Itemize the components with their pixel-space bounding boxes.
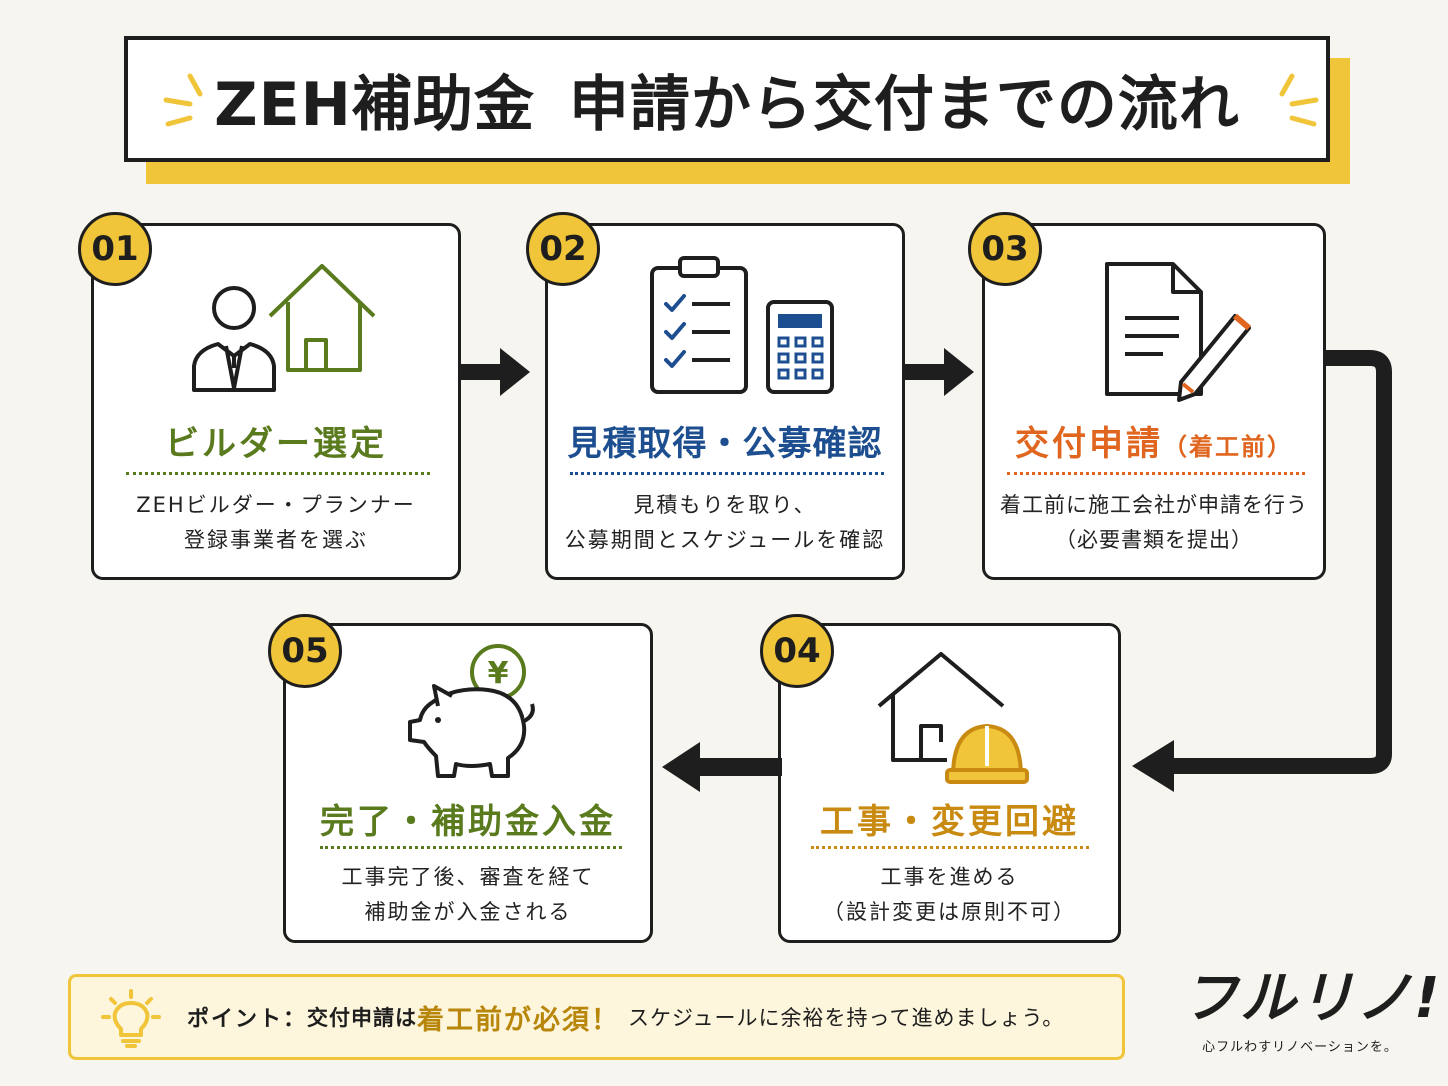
- step-description: ZEHビルダー・プランナー 登録事業者を選ぶ: [136, 493, 416, 552]
- document-pencil-icon: [1105, 262, 1251, 402]
- yen-sign: ¥: [488, 656, 509, 691]
- step-card-03: 交付申請（着工前） 着工前に施工会社が申請を行う （必要書類を提出）: [982, 223, 1326, 580]
- step-badge-02: 02: [526, 212, 600, 286]
- arrow-down-left-icon: [1132, 350, 1392, 792]
- step-badge-04: 04: [760, 614, 834, 688]
- divider: [811, 846, 1089, 849]
- step-badge-05: 05: [268, 614, 342, 688]
- brand-logo: フルリノ! 心フルわすリノベーションを。: [1182, 966, 1442, 1055]
- title-part-2: 申請から交付までの流れ: [568, 69, 1240, 140]
- step-description: 見積もりを取り、 公募期間とスケジュールを確認: [564, 493, 886, 552]
- logo-mark: フルリノ!: [1182, 966, 1442, 1031]
- divider: [570, 472, 884, 475]
- point-emphasis: 着工前が必須！: [417, 1004, 621, 1036]
- point-box: ポイント： 交付申請は 着工前が必須！ スケジュールに余裕を持って進めましょう。: [68, 974, 1125, 1060]
- clipboard-calculator-icon: [650, 256, 834, 394]
- step-card-01: ビルダー選定 ZEHビルダー・プランナー 登録事業者を選ぶ: [91, 223, 461, 580]
- arrow-left-icon: [662, 742, 782, 792]
- step-title: 工事・変更回避: [820, 802, 1079, 842]
- sparkle-right-icon: [1279, 73, 1319, 127]
- point-message: ポイント： 交付申請は 着工前が必須！ スケジュールに余裕を持って進めましょう。: [187, 977, 1064, 1057]
- person-house-icon: [192, 264, 376, 392]
- step-description: 着工前に施工会社が申請を行う （必要書類を提出）: [1000, 493, 1308, 552]
- logo-tagline: 心フルわすリノベーションを。: [1202, 1040, 1398, 1055]
- step-title: 交付申請（着工前）: [1015, 424, 1293, 464]
- piggy-bank-yen-icon: ¥: [408, 644, 535, 778]
- step-card-04: 工事・変更回避 工事を進める （設計変更は原則不可）: [778, 623, 1121, 943]
- arrow-right-icon: [460, 348, 530, 396]
- divider: [1007, 472, 1305, 475]
- step-description: 工事完了後、審査を経て 補助金が入金される: [341, 865, 595, 924]
- divider: [320, 846, 622, 849]
- step-title: 見積取得・公募確認: [567, 424, 883, 464]
- lightbulb-icon: [101, 989, 161, 1048]
- divider: [126, 472, 430, 475]
- step-card-05: ¥ 完了・補助金入金 工事完了後、審査を経て 補助金が入金される: [283, 623, 653, 943]
- step-badge-01: 01: [78, 212, 152, 286]
- step-card-02: 見積取得・公募確認 見積もりを取り、 公募期間とスケジュールを確認: [545, 223, 905, 580]
- house-helmet-icon: [877, 652, 1029, 784]
- step-badge-03: 03: [968, 212, 1042, 286]
- step-title: 完了・補助金入金: [320, 802, 616, 842]
- page-title: ZEH補助金申請から交付までの流れ: [214, 56, 1240, 143]
- step-title: ビルダー選定: [165, 424, 387, 464]
- title-box: ZEH補助金申請から交付までの流れ: [124, 36, 1330, 162]
- point-label: ポイント：: [187, 1007, 308, 1032]
- sparkle-left-icon: [163, 73, 203, 127]
- title-part-1: ZEH補助金: [214, 69, 535, 140]
- step-description: 工事を進める （設計変更は原則不可）: [823, 865, 1076, 924]
- arrow-right-icon: [904, 348, 974, 396]
